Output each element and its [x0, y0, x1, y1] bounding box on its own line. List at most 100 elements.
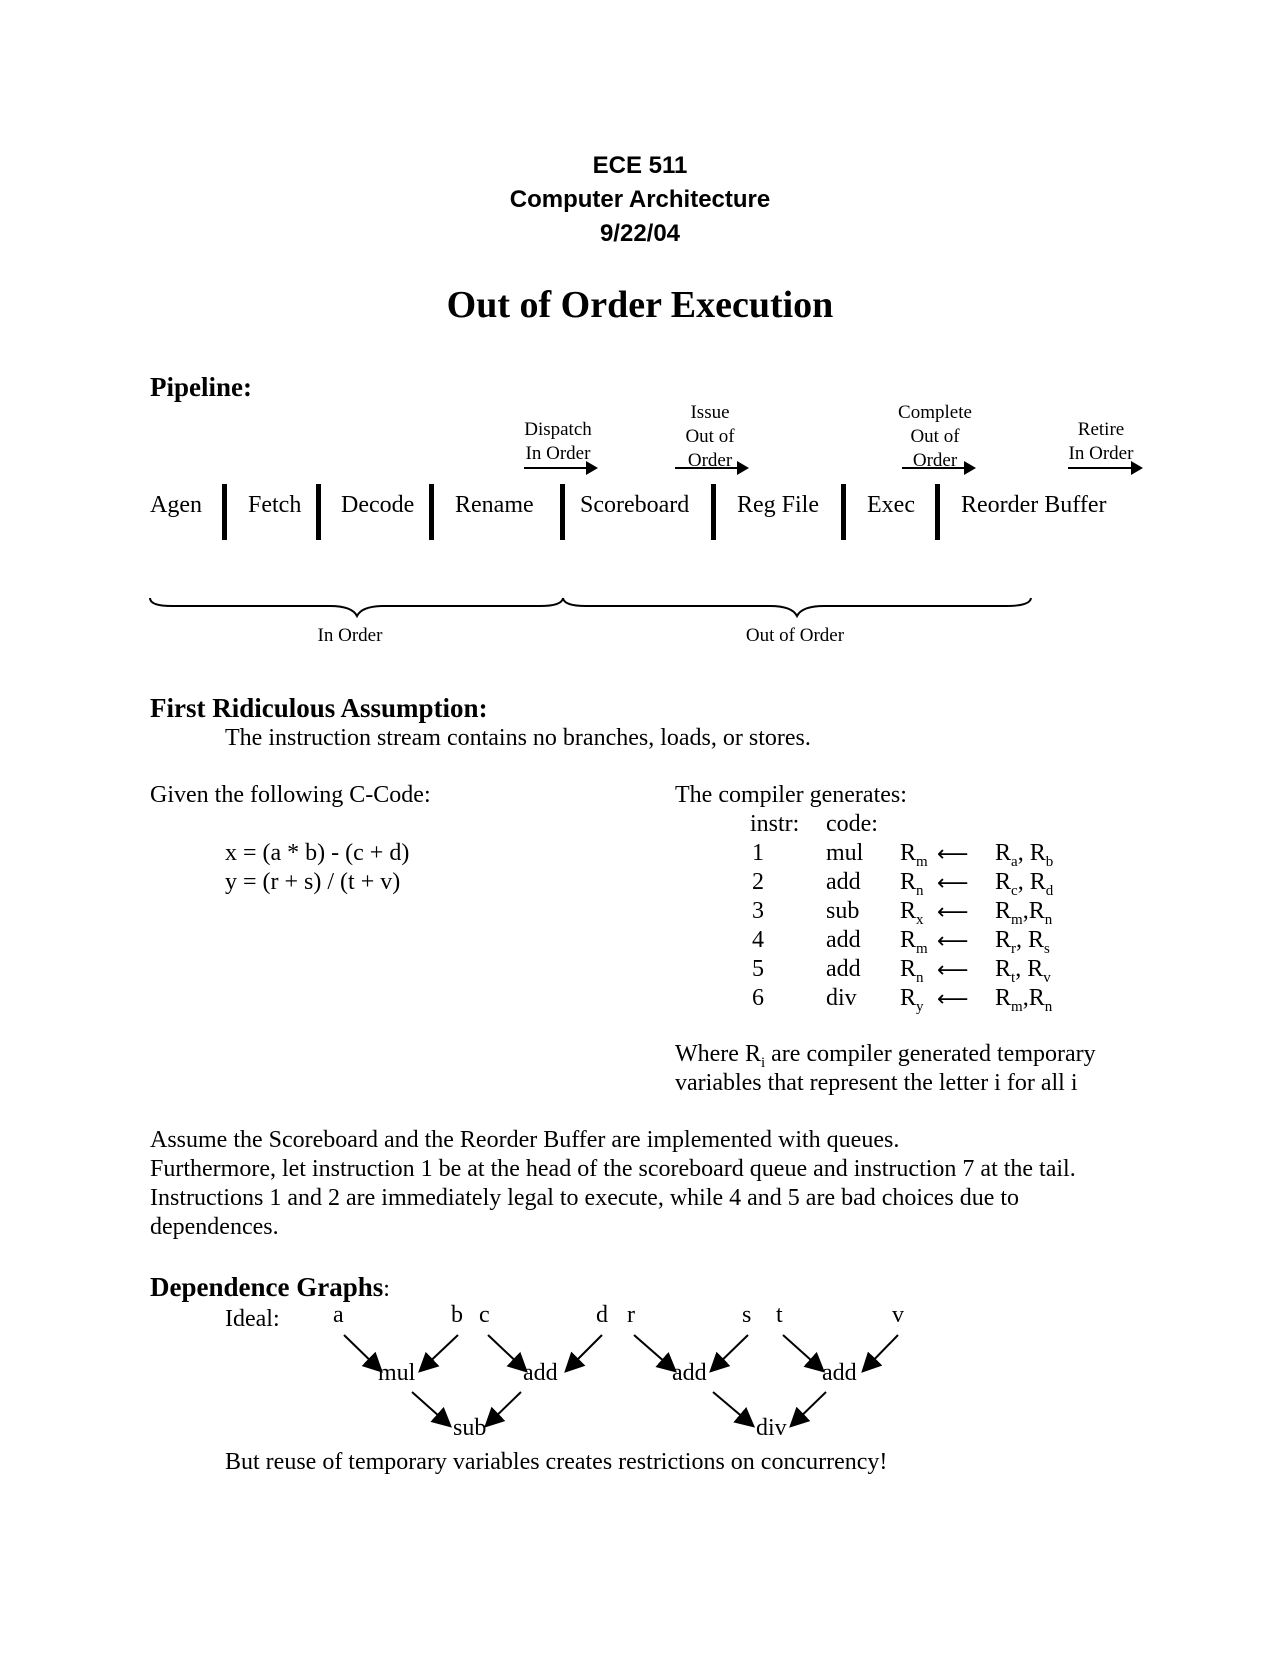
transition-complete-line2: Out of — [910, 426, 960, 447]
node-add-2: add — [672, 1360, 707, 1386]
register-subscript: m — [916, 940, 928, 957]
instr-opcode: mul — [826, 840, 864, 866]
ccode-line-1: x = (a * b) - (c + d) — [225, 840, 410, 866]
edge-a-mul — [343, 1334, 383, 1373]
retire-arrow-icon — [1068, 461, 1143, 475]
instr-number: 3 — [752, 898, 764, 924]
left-arrow-icon: ⟵ — [937, 871, 969, 896]
note-subscript: i — [760, 1054, 766, 1071]
node-add-1: add — [523, 1360, 558, 1386]
register-separator: , — [1022, 985, 1029, 1011]
node-add-3: add — [822, 1360, 857, 1386]
instr-source-registers: Ra, Rb — [995, 840, 1054, 870]
page-title: Out of Order Execution — [446, 284, 834, 326]
register-subscript: v — [1043, 969, 1051, 986]
leaf-r: r — [627, 1302, 635, 1328]
left-arrow-icon: ⟵ — [937, 929, 969, 954]
course-subject: Computer Architecture — [509, 186, 771, 213]
instr-number: 6 — [752, 985, 764, 1011]
ccode-line-2: y = (r + s) / (t + v) — [225, 869, 401, 895]
stage-agen: Agen — [150, 492, 202, 518]
leaf-s: s — [742, 1302, 752, 1328]
transition-issue-line3: Order — [687, 450, 733, 471]
stage-fetch: Fetch — [248, 492, 302, 518]
edge-add-sub — [484, 1391, 522, 1428]
edge-d-add — [564, 1334, 603, 1373]
instr-number: 2 — [752, 869, 764, 895]
assumption-heading: First Ridiculous Assumption: — [150, 693, 488, 723]
left-arrow-icon: ⟵ — [937, 900, 969, 925]
instr-number: 5 — [752, 956, 764, 982]
instr-source-registers: Rr, Rs — [995, 927, 1050, 957]
dependence-heading: Dependence Graphs — [150, 1272, 384, 1302]
transition-retire-line2: Retire — [1077, 419, 1125, 440]
instr-dest-register: Rn — [900, 956, 924, 986]
stage-divider — [316, 484, 321, 540]
instr-dest-register: Ry — [900, 985, 924, 1015]
instr-opcode: add — [826, 927, 861, 953]
lecture-date: 9/22/04 — [599, 220, 681, 247]
node-sub: sub — [453, 1415, 487, 1441]
transition-issue-line1: Issue — [690, 402, 730, 423]
register-subscript: d — [1045, 882, 1054, 899]
stage-reorder-buffer: Reorder Buffer — [961, 492, 1107, 518]
transition-dispatch: Dispatch In Order — [508, 418, 608, 466]
register-separator: , — [1016, 927, 1029, 953]
stage-exec: Exec — [867, 492, 915, 518]
instr-dest-register: Rm — [900, 927, 928, 957]
assumption-text: The instruction stream contains no branc… — [225, 725, 811, 751]
leaf-c: c — [479, 1302, 490, 1328]
column-instr: instr: — [750, 811, 800, 837]
leaf-a: a — [333, 1302, 344, 1328]
instr-source-registers: Rc, Rd — [995, 869, 1054, 899]
leaf-b: b — [451, 1302, 463, 1328]
edge-v-add — [861, 1334, 899, 1373]
register-separator: , — [1017, 869, 1030, 895]
stage-regfile: Reg File — [737, 492, 819, 518]
leaf-v: v — [892, 1302, 904, 1328]
stage-divider — [429, 484, 434, 540]
instr-opcode: add — [826, 869, 861, 895]
course-number: ECE 511 — [592, 152, 688, 179]
leaf-t: t — [776, 1302, 783, 1328]
pipeline-heading: Pipeline: — [150, 372, 252, 402]
stage-divider — [935, 484, 940, 540]
out-of-order-brace — [562, 597, 1032, 619]
queues-line-2: Furthermore, let instruction 1 be at the… — [150, 1156, 1076, 1182]
edge-s-add — [709, 1334, 749, 1373]
register-subscript: r — [1011, 940, 1017, 957]
compiler-note-line-1: Where Ri are compiler generated temporar… — [675, 1041, 1096, 1072]
leaf-d: d — [596, 1302, 608, 1328]
transition-retire-line3: In Order — [1068, 443, 1134, 464]
left-arrow-icon: ⟵ — [937, 958, 969, 983]
register-subscript: n — [1044, 911, 1053, 928]
transition-retire: Retire In Order — [1051, 418, 1151, 466]
ccode-intro: Given the following C-Code: — [150, 782, 431, 808]
register-subscript: y — [916, 998, 924, 1015]
edge-mul-sub — [411, 1391, 452, 1428]
register-subscript: b — [1045, 853, 1054, 870]
stage-divider — [560, 484, 565, 540]
edge-add-div — [712, 1391, 756, 1428]
complete-arrow-icon — [902, 461, 976, 475]
edge-add2-div — [789, 1391, 827, 1428]
instr-number: 1 — [752, 840, 764, 866]
stage-scoreboard: Scoreboard — [580, 492, 690, 518]
instr-number: 4 — [752, 927, 764, 953]
register-subscript: m — [916, 853, 928, 870]
queues-line-1: Assume the Scoreboard and the Reorder Bu… — [150, 1127, 900, 1153]
issue-arrow-icon — [675, 461, 749, 475]
in-order-brace — [149, 597, 564, 619]
transition-dispatch-line3: In Order — [525, 443, 591, 464]
stage-divider — [222, 484, 227, 540]
brace-label-in-order: In Order — [317, 625, 383, 646]
edge-r-add — [633, 1334, 678, 1373]
register-subscript: s — [1044, 940, 1050, 957]
register-subscript: n — [1044, 998, 1053, 1015]
instr-source-registers: Rm,Rn — [995, 985, 1053, 1015]
stage-decode: Decode — [341, 492, 415, 518]
transition-issue-line2: Out of — [685, 426, 735, 447]
instr-dest-register: Rx — [900, 898, 924, 928]
dependence-heading-wrap: Dependence Graphs: — [150, 1272, 390, 1303]
